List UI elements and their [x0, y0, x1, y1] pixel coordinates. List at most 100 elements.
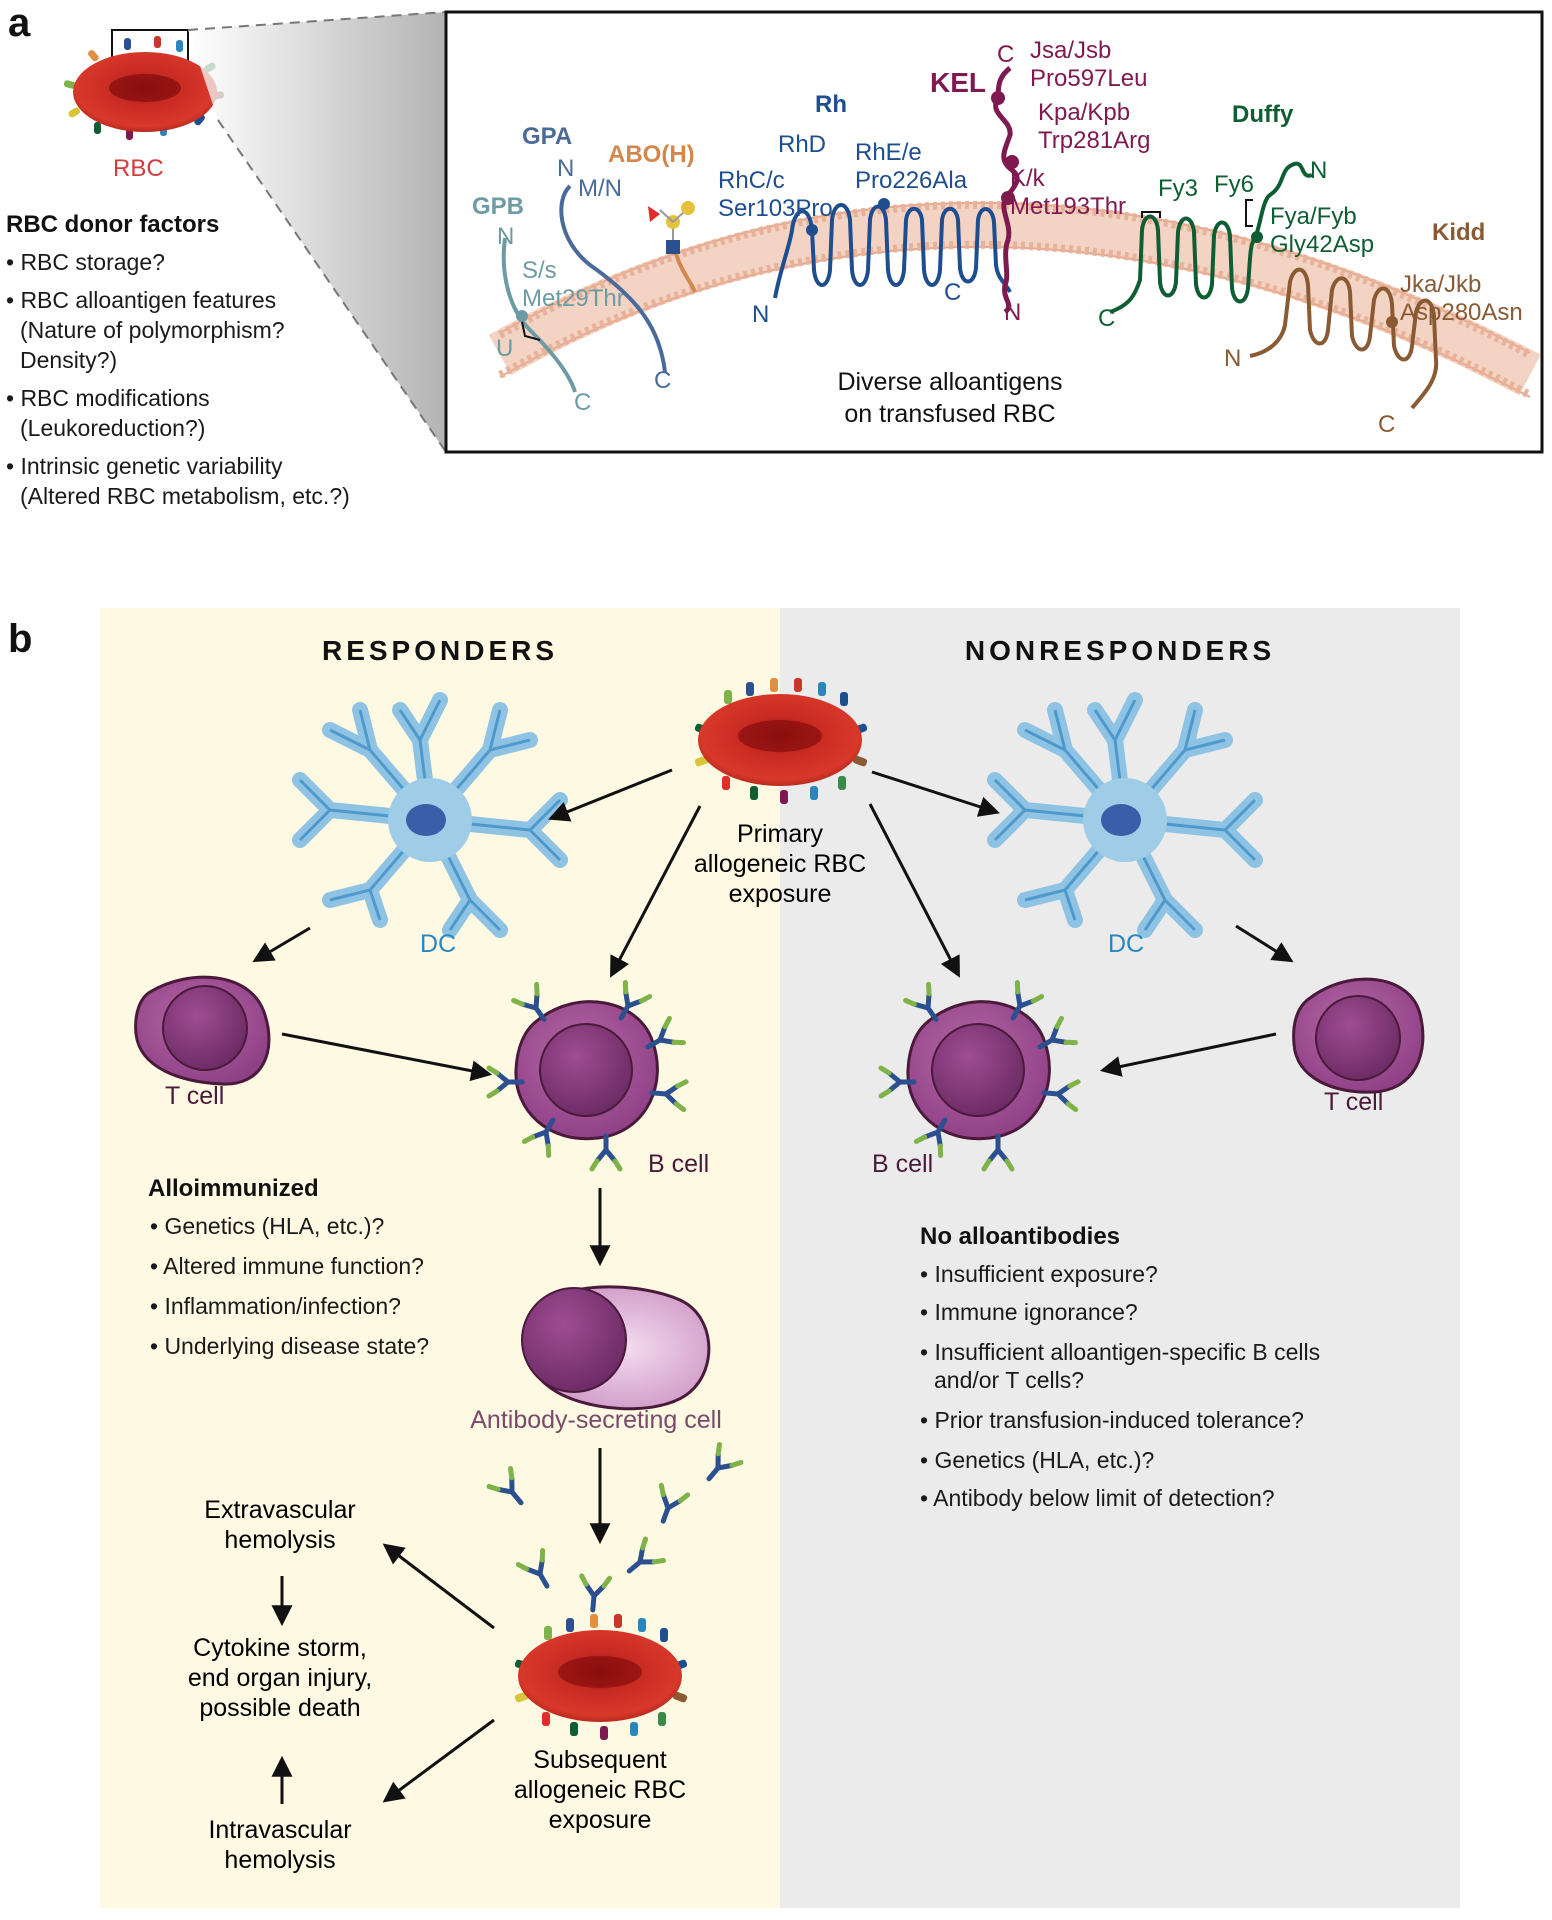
gpa-allele: M/N — [578, 175, 622, 202]
duffy-name: Duffy — [1232, 101, 1294, 128]
rh-c-terminus: C — [944, 279, 961, 306]
dendritic-cell-left — [292, 692, 568, 938]
kel-js-variant: Pro597Leu — [1030, 65, 1147, 92]
panel-b-letter: b — [8, 617, 32, 661]
rh-rhc-allele: RhC/c — [718, 167, 785, 194]
kidd-jk-variant: Asp280Asn — [1400, 299, 1523, 326]
alloimmunized-list: • Genetics (HLA, etc.)? • Altered immune… — [150, 1213, 429, 1359]
no-alloantibodies-item: and/or T cells? — [934, 1367, 1084, 1393]
donor-factor-item: • RBC modifications — [6, 385, 210, 411]
arrow-rbc-to-bcell-right — [868, 803, 960, 978]
donor-factor-item: Density?) — [20, 347, 117, 373]
primary-exposure-line2: allogeneic RBC — [694, 850, 866, 878]
responders-title: RESPONDERS — [322, 635, 558, 666]
gpa-n-terminus: N — [557, 155, 574, 182]
duffy-n-terminus: N — [1310, 157, 1327, 184]
intravascular-line1: Intravascular — [208, 1816, 351, 1844]
antibody-secreting-cell-label: Antibody-secreting cell — [470, 1406, 722, 1434]
primary-exposure-line1: Primary — [737, 820, 824, 848]
kidd-jk-allele: Jka/Jkb — [1400, 271, 1481, 298]
abo-glycan — [648, 201, 697, 293]
kel-name: KEL — [930, 67, 986, 98]
extravascular-line2: hemolysis — [224, 1526, 335, 1554]
donor-factor-item: (Altered RBC metabolism, etc.?) — [20, 483, 350, 509]
alloimmunized-item: • Altered immune function? — [150, 1253, 424, 1279]
donor-factor-item: • Intrinsic genetic variability — [6, 453, 283, 479]
subsequent-exposure-line1: Subsequent — [533, 1746, 667, 1774]
duffy-fy-allele: Fya/Fyb — [1270, 203, 1357, 230]
cytokine-line2: end organ injury, — [188, 1664, 372, 1692]
extravascular-line1: Extravascular — [204, 1496, 355, 1524]
subsequent-rbc — [514, 1614, 688, 1740]
rh-rhe-allele: RhE/e — [855, 139, 922, 166]
no-alloantibodies-item: • Immune ignorance? — [920, 1299, 1138, 1325]
panel-a-letter: a — [8, 1, 31, 45]
kel-n-terminus: N — [1004, 299, 1021, 326]
gpb-name: GPB — [472, 193, 524, 220]
arrow-rbc-to-bcell-left — [610, 805, 702, 978]
duffy-c-terminus: C — [1098, 305, 1115, 332]
gpb-variant: Met29Thr — [522, 285, 625, 312]
nonresponders-title: NONRESPONDERS — [965, 635, 1275, 666]
subsequent-exposure-line2: allogeneic RBC — [514, 1776, 686, 1804]
no-alloantibodies-item: • Prior transfusion-induced tolerance? — [920, 1407, 1304, 1433]
rh-rhc-variant: Ser103Pro — [718, 195, 833, 222]
no-alloantibodies-item: • Insufficient alloantigen-specific B ce… — [920, 1339, 1320, 1365]
rh-n-terminus: N — [752, 301, 769, 328]
duffy-fy-variant: Gly42Asp — [1270, 231, 1374, 258]
arrow-tcell-to-bcell-right — [1099, 1032, 1277, 1077]
dc-label-left: DC — [420, 930, 456, 958]
arrow-rbc-to-dc-right — [871, 770, 1000, 817]
rh-protein — [773, 198, 1012, 299]
donor-factor-item: (Leukoreduction?) — [20, 415, 205, 441]
gpa-c-terminus: C — [654, 367, 671, 394]
gpb-allele: S/s — [522, 257, 557, 284]
kel-k-variant: Met193Thr — [1010, 193, 1126, 220]
membrane-caption-line1: Diverse alloantigens — [837, 368, 1062, 396]
arrow-to-extravascular — [382, 1543, 495, 1630]
intravascular-line2: hemolysis — [224, 1846, 335, 1874]
duffy-protein — [1109, 161, 1313, 314]
rh-rhe-variant: Pro226Ala — [855, 167, 968, 194]
alloimmunized-item: • Inflammation/infection? — [150, 1293, 401, 1319]
antibody-secreting-cell — [521, 1285, 711, 1411]
arrow-tcell-to-bcell-left — [281, 1032, 493, 1082]
gpb-n-terminus: N — [497, 223, 514, 250]
alloimmunized-item: • Underlying disease state? — [150, 1333, 429, 1359]
no-alloantibodies-list: • Insufficient exposure? • Immune ignora… — [920, 1261, 1320, 1511]
arrow-rbc-to-dc-left — [548, 768, 673, 822]
alloimmunized-item: • Genetics (HLA, etc.)? — [150, 1213, 384, 1239]
b-cell-left — [489, 983, 686, 1169]
no-alloantibodies-item: • Insufficient exposure? — [920, 1261, 1158, 1287]
primary-rbc — [694, 678, 868, 804]
cytokine-line1: Cytokine storm, — [193, 1634, 367, 1662]
subsequent-exposure-line3: exposure — [549, 1806, 652, 1834]
gpb-protein — [501, 237, 577, 393]
donor-factor-item: • RBC alloantigen features — [6, 287, 276, 313]
b-cell-label-left: B cell — [648, 1150, 709, 1178]
t-cell-right — [1292, 977, 1425, 1094]
kidd-c-terminus: C — [1378, 411, 1395, 438]
kidd-n-terminus: N — [1224, 345, 1241, 372]
kel-js-allele: Jsa/Jsb — [1030, 37, 1111, 64]
donor-factor-item: • RBC storage? — [6, 249, 165, 275]
no-alloantibodies-title: No alloantibodies — [920, 1223, 1120, 1250]
b-cell-right — [881, 983, 1078, 1169]
flow-arrows — [252, 768, 1294, 1804]
no-alloantibodies-item: • Genetics (HLA, etc.)? — [920, 1447, 1154, 1473]
kel-kp-allele: Kpa/Kpb — [1038, 99, 1130, 126]
arrow-dc-to-tcell-right — [1235, 924, 1294, 963]
kel-c-terminus: C — [997, 41, 1014, 68]
duffy-fy3: Fy3 — [1158, 175, 1198, 202]
small-rbc-illustration — [63, 29, 224, 140]
gpa-protein — [559, 184, 667, 373]
kel-k-allele: K/k — [1010, 165, 1046, 192]
rbc-label: RBC — [113, 155, 164, 182]
gpa-name: GPA — [522, 123, 572, 150]
gpb-u: U — [496, 335, 513, 362]
rh-name: Rh — [815, 91, 847, 118]
kidd-protein — [1249, 267, 1439, 410]
donor-factors-list: • RBC storage? • RBC alloantigen feature… — [6, 249, 350, 509]
rh-rhd: RhD — [778, 131, 826, 158]
